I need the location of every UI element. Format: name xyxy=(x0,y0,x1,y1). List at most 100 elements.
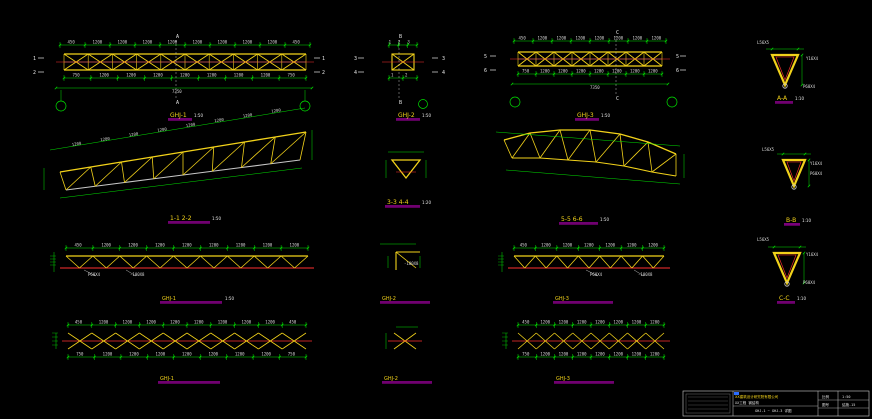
section-aa-triangle xyxy=(770,53,800,88)
ghj3-top-dim-tick xyxy=(664,39,668,43)
plan-ghj3-top-dim-value: 1200 xyxy=(613,320,623,325)
leader xyxy=(633,269,645,277)
ghj3-top-dim-value: 450 xyxy=(519,36,527,41)
mark-2r: 2 xyxy=(322,70,325,76)
plan-ghj1-top-dim-tick xyxy=(304,323,308,327)
ghj1-top-dim-tick xyxy=(258,43,262,47)
ghj1-top-dim-value: 1200 xyxy=(218,40,228,45)
section-11-dim-value: 1200 xyxy=(242,112,253,119)
ghj2-top-dim-value: 3 xyxy=(407,40,410,45)
plan-ghj3-bottom-dim-tick xyxy=(516,355,520,359)
ghj1-top-dim-tick xyxy=(233,43,237,47)
elev-ghj1-web xyxy=(200,255,215,269)
plan-ghj3-top-dim-tick xyxy=(571,323,575,327)
caption-elev3: GHJ-3 xyxy=(555,296,569,302)
title-block-frame xyxy=(682,390,870,417)
ghj1-top-dim-tick xyxy=(58,43,62,47)
scale-s33: 1:20 xyxy=(422,200,431,205)
ghj1-top-dim-tick xyxy=(183,43,187,47)
plan-ghj1-bottom-dim-tick xyxy=(304,355,308,359)
ghj1-bottom-dim-value: 750 xyxy=(288,73,296,78)
caption-aa: A-A xyxy=(777,95,788,102)
section-55-bottom-dim xyxy=(505,169,681,185)
elev-ghj1-top-dim-value: 1200 xyxy=(128,243,138,248)
elev-ghj3-top-dim-tick xyxy=(555,246,559,250)
elev-ghj1-web xyxy=(267,255,282,269)
section-11-bottom-dim xyxy=(59,167,303,199)
ghj1-bottom-dim-value: 1200 xyxy=(234,73,244,78)
plan-ghj1-bottom-dim-value: 1200 xyxy=(235,352,245,357)
elev-ghj3-web xyxy=(513,255,526,269)
section-11-web xyxy=(211,141,245,172)
ghj1-top-dim-value: 1200 xyxy=(193,40,203,45)
ghj3-top-dim-value: 1200 xyxy=(576,36,586,41)
plan-ghj1-bottom-dim-value: 1200 xyxy=(182,352,192,357)
elev-ghj1-web xyxy=(79,255,94,269)
plan-ghj3-bottom-dim-value: 750 xyxy=(522,352,530,357)
plan-ghj1-brace xyxy=(139,332,164,350)
elev-ghj3-web xyxy=(577,255,590,269)
ghj1-bottom-dim-value: 1200 xyxy=(207,73,217,78)
ghj3-bottom-dim-tick xyxy=(624,72,628,76)
caption-s11-22: 1-1 2-2 xyxy=(170,215,192,222)
elev-ghj3-web xyxy=(631,255,643,269)
mark-c-top: C xyxy=(616,30,619,36)
plan-ghj1-brace xyxy=(115,332,140,350)
plan-ghj3-bottom-dim-tick xyxy=(607,355,611,359)
mark-5: 5 xyxy=(484,54,487,60)
plan-ghj1-bottom-dim-value: 1200 xyxy=(129,352,139,357)
elev-ghj3-top-dim-value: 1200 xyxy=(541,243,551,248)
plan-ghj1-top-dim-tick xyxy=(209,323,213,327)
section-55-web xyxy=(589,129,597,163)
plan-ghj3-top-dim-tick xyxy=(534,323,538,327)
elev-ghj1-web xyxy=(65,255,80,269)
plan-ghj1-top-dim-value: 1200 xyxy=(194,320,204,325)
label-elev3-pipe: P60X4 xyxy=(590,272,603,277)
ghj1-bottom-dim-value: 1200 xyxy=(99,73,109,78)
ghj1-bottom-dim-value: 1200 xyxy=(180,73,190,78)
elev-ghj3-web xyxy=(599,255,611,269)
elev-ghj1-top-dim-tick xyxy=(279,246,283,250)
caption-elev1: GHJ-1 xyxy=(162,296,176,302)
ghj3-bottom-dim-value: 1200 xyxy=(612,69,622,74)
plan-ghj1-top-dim-value: 1200 xyxy=(123,320,133,325)
mark-4: 4 xyxy=(354,70,357,76)
ghj2-bottom-dim-value: 1 xyxy=(391,73,394,78)
section-11-web xyxy=(182,146,215,176)
elev-ghj1-web xyxy=(294,255,309,269)
ghj3-bottom-dim-tick xyxy=(642,72,646,76)
label-bb-chord: L56X5 xyxy=(762,147,775,152)
section-55-web xyxy=(647,141,653,173)
plan-ghj3-top-dim-value: 1200 xyxy=(595,320,605,325)
section-11-web xyxy=(59,171,67,191)
elev-ghj1-top-dim-value: 1200 xyxy=(101,243,111,248)
elev-ghj3-web xyxy=(620,255,633,269)
ghj1-top-dim-tick xyxy=(133,43,137,47)
dim-tick xyxy=(510,82,514,86)
plan-ghj3-top-dim-tick xyxy=(662,323,666,327)
tb-drawing: GHJ-1 ~ GHJ-3 详图 xyxy=(755,408,792,413)
plan-ghj3-top-dim-tick xyxy=(516,323,520,327)
elev-ghj3-web xyxy=(556,255,568,269)
ghj1-bottom-dim-tick xyxy=(277,76,281,80)
mark-b-top: B xyxy=(399,34,402,40)
caption-ghj3: GHJ-3 xyxy=(577,112,594,119)
caption-plan3: GHJ-3 xyxy=(556,376,570,382)
plan-ghj1-bottom-dim-tick xyxy=(172,355,176,359)
ghj3-top-dim-value: 1200 xyxy=(652,36,662,41)
plan-ghj3-top-dim-tick xyxy=(589,323,593,327)
plan-ghj3-top-dim-tick xyxy=(607,323,611,327)
plan-ghj3-top-dim-tick xyxy=(644,323,648,327)
section-55-web xyxy=(539,129,561,159)
section-11-web xyxy=(270,131,307,165)
plan-ghj1-top-dim-value: 450 xyxy=(289,320,297,325)
elev-ghj1-web xyxy=(119,255,134,269)
section-11-web xyxy=(151,156,155,179)
plan-ghj1-brace xyxy=(162,332,188,350)
section-11-web xyxy=(153,151,184,180)
plan-ghj1-top-dim-value: 1200 xyxy=(146,320,156,325)
elev-ghj1-top-dim-tick xyxy=(172,246,176,250)
